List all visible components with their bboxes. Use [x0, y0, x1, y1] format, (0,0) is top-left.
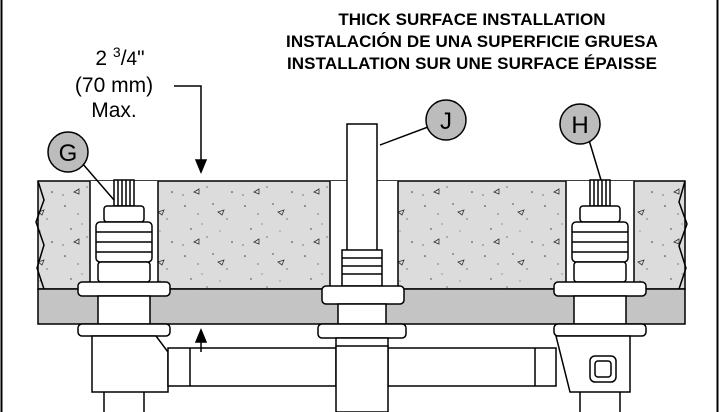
title-english: THICK SURFACE INSTALLATION: [338, 10, 606, 29]
dimension-indicator: [174, 85, 208, 352]
leader-lines: [81, 126, 602, 201]
title-french: INSTALLATION SUR UNE SURFACE ÉPAISSE: [286, 54, 658, 73]
dimension-qualifier: Max.: [91, 99, 137, 122]
left-valve: [77, 179, 171, 412]
callout-h: H: [559, 103, 601, 145]
callout-j: J: [425, 99, 467, 141]
connecting-hoses: [167, 345, 557, 412]
callout-g-label: G: [59, 140, 78, 167]
callout-h-label: H: [571, 112, 588, 139]
callout-j-label: J: [440, 108, 452, 135]
title-spanish: INSTALACIÓN DE UNA SUPERFICIE GRUESA: [286, 32, 658, 51]
dimension-imperial: 2 3/4": [95, 44, 145, 70]
callout-g: G: [47, 131, 89, 173]
dimension-metric: (70 mm): [74, 74, 154, 97]
right-valve: [553, 179, 647, 412]
